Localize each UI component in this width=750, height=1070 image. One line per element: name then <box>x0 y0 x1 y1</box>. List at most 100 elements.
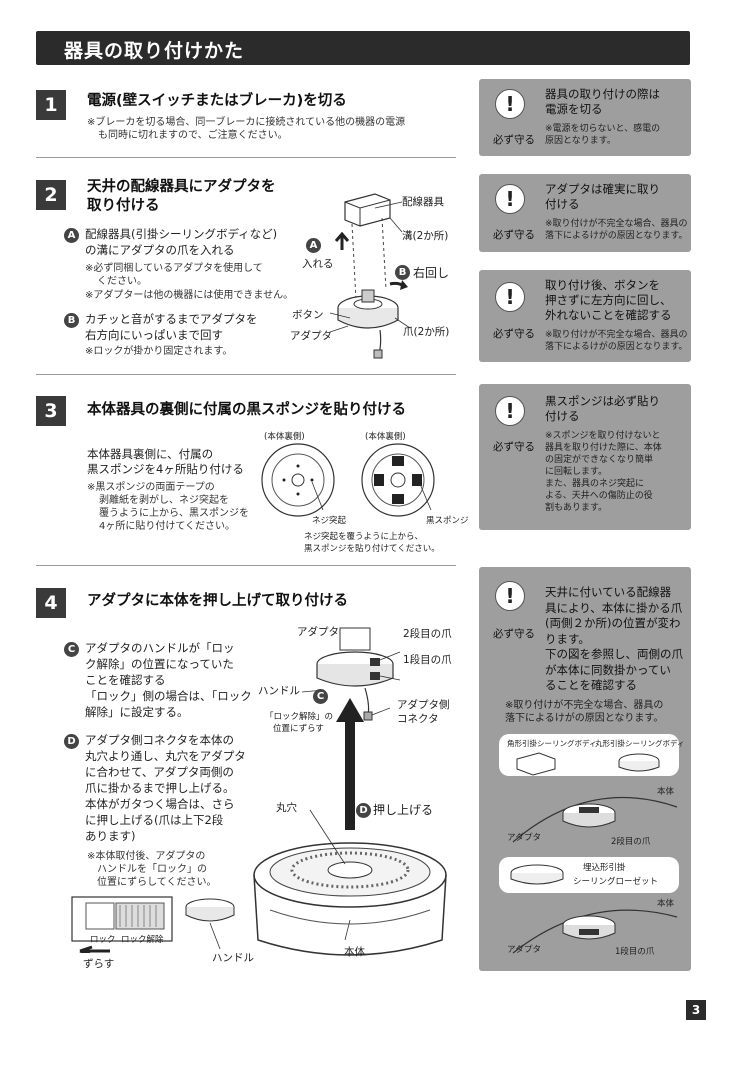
label-lock: ロック <box>90 933 116 945</box>
fig-badge-b: B <box>395 265 410 280</box>
warning-2-note: ※取り付けが不完全な場合、器具の 落下によるけがの原因となります。 <box>545 218 688 242</box>
badge-d: D <box>64 734 79 749</box>
fig-badge-a: A <box>306 238 321 253</box>
fig-badge-d: D <box>356 803 371 818</box>
label-rotate-right: 右回し <box>413 264 449 281</box>
step-3-caption-1: ネジ突起を覆うように上から、 <box>304 530 423 542</box>
step-2-b-text-1: カチッと音がするまでアダプタを <box>85 311 258 327</box>
step-3-note-2: 剥離紙を剥がし、ネジ突起を <box>99 494 229 507</box>
step-4-c-text-5: 解除」に設定する。 <box>85 704 189 720</box>
label-claw-2nd-fig1: 2段目の爪 <box>611 835 650 847</box>
warning-panel-5: ! 必ず守る 天井に付いている配線器 具により、本体に掛かる爪 (両側２か所)の… <box>479 567 691 971</box>
label-adapter-fig2: アダプタ <box>507 943 541 955</box>
label-push-up: 押し上げる <box>373 801 433 818</box>
step-4-d-text-3: に合わせて、アダプタ両側の <box>85 764 234 780</box>
step-3-illustration <box>255 440 475 520</box>
label-body-fig1: 本体 <box>657 785 674 797</box>
label-wiring-device: 配線器具 <box>402 194 444 209</box>
step-4-c-text-3: ことを確認する <box>85 672 166 688</box>
fig-badge-c: C <box>313 689 328 704</box>
step-3-caption-2: 黒スポンジを貼り付けてください。 <box>304 542 440 554</box>
page-number: 3 <box>686 1000 706 1020</box>
label-slide: ずらす <box>83 956 114 971</box>
label-round-hole: 丸穴 <box>276 800 297 815</box>
rosette-illustration <box>507 859 577 891</box>
label-unlock-2: 位置にずらす <box>273 722 324 734</box>
page-title: 器具の取り付けかた <box>64 36 244 63</box>
step-3-number: 3 <box>36 396 66 426</box>
must-follow-label: 必ず守る <box>493 132 535 147</box>
page-title-bar: 器具の取り付けかた <box>36 31 690 65</box>
warning-2-title: アダプタは確実に取り 付ける <box>545 182 660 212</box>
step-4-c-text-2: ク解除」の位置になっていた <box>85 656 234 672</box>
label-claw: 爪(2か所) <box>403 324 449 339</box>
step-4-d-text-6: に押し上げる(爪は上下2段 <box>85 812 223 828</box>
warning-1-title: 器具の取り付けの際は 電源を切る <box>545 87 660 117</box>
warning-5-note: ※取り付けが不完全な場合、器具の 落下によるけがの原因となります。 <box>505 699 663 725</box>
badge-c: C <box>64 642 79 657</box>
step-4-note-1: ※本体取付後、アダプタの <box>87 850 205 863</box>
step-2-b-note: ※ロックが掛かり固定されます。 <box>85 345 232 358</box>
step-2-a-note-2: ください。 <box>97 275 147 288</box>
step-1-title: 電源(壁スイッチまたはブレーカ)を切る <box>87 92 347 111</box>
warning-exclamation-icon: ! <box>495 282 525 312</box>
label-adapter-4: アダプタ <box>297 624 339 639</box>
warning-panel-4: ! 必ず守る 黒スポンジは必ず貼り 付ける ※スポンジを取り付けないと 器具を取… <box>479 384 691 530</box>
step-2-number: 2 <box>36 180 66 210</box>
step-2-b-text-2: 右方向にいっぱいまで回す <box>85 327 223 343</box>
step-2-title-2: 取り付ける <box>87 197 160 216</box>
step-3-note-3: 覆うように上から、黒スポンジを <box>99 507 249 520</box>
step-2-title-1: 天井の配線器具にアダプタを <box>87 178 276 197</box>
label-unlock-1: 「ロック解除」の <box>265 710 333 722</box>
label-claw-1st: 1段目の爪 <box>403 652 452 667</box>
must-follow-label: 必ず守る <box>493 439 535 454</box>
divider <box>36 157 456 158</box>
step-3-text-1: 本体器具裏側に、付属の <box>87 446 213 462</box>
label-connector-1: アダプタ側 <box>397 697 450 712</box>
step-1-note-1: ※ブレーカを切る場合、同一ブレーカに接続されている他の機器の電源 <box>87 116 405 129</box>
warning-3-note: ※取り付けが不完全な場合、器具の 落下によるけがの原因となります。 <box>545 329 688 353</box>
label-claw-2nd: 2段目の爪 <box>403 626 452 641</box>
label-adapter: アダプタ <box>290 328 332 343</box>
step-3-text-2: 黒スポンジを4ヶ所貼り付ける <box>87 461 244 477</box>
warning-4-title: 黒スポンジは必ず貼り 付ける <box>545 394 660 424</box>
warning-3-title: 取り付け後、ボタンを 押さずに左方向に回し、 外れないことを確認する <box>545 278 672 323</box>
step-4-d-text-4: 爪に掛かるまで押し上げる。 <box>85 780 235 796</box>
label-body: 本体 <box>344 944 365 959</box>
step-3-note-1: ※黒スポンジの両面テープの <box>87 481 215 494</box>
label-handle: ハンドル <box>258 683 300 698</box>
step-1-note-2: も同時に切れますので、ご注意ください。 <box>98 129 288 142</box>
step-4-note-3: 位置にずらしてください。 <box>97 876 217 889</box>
label-adapter-fig1: アダプタ <box>507 831 541 843</box>
label-body-fig2: 本体 <box>657 897 674 909</box>
label-insert: 入れる <box>302 256 334 271</box>
divider <box>36 565 456 566</box>
must-follow-label: 必ず守る <box>493 227 535 242</box>
label-screw-protrusion: ネジ突起 <box>312 514 346 526</box>
badge-a: A <box>64 228 79 243</box>
label-lock-release: ロック解除 <box>121 933 164 945</box>
warning-1-note: ※電源を切らないと、感電の 原因となります。 <box>545 123 660 147</box>
label-connector-2: コネクタ <box>397 711 439 726</box>
label-embedded-2: シーリングローゼット <box>573 875 658 887</box>
step-4-d-text-7: あります) <box>85 828 136 844</box>
step-4-number: 4 <box>36 588 66 618</box>
step-2-a-note-3: ※アダプターは他の機器には使用できません。 <box>85 289 293 302</box>
step-2-a-note-1: ※必ず同梱しているアダプタを使用して <box>85 262 263 275</box>
label-button: ボタン <box>292 307 324 322</box>
step-2-a-text-1: 配線器具(引掛シーリングボディなど) <box>85 226 277 242</box>
divider <box>36 374 456 375</box>
step-3-note-4: 4ヶ所に貼り付けてください。 <box>99 520 235 533</box>
label-black-sponge: 黒スポンジ <box>426 514 469 526</box>
warning-4-note: ※スポンジを取り付けないと 器具を取り付けた際に、本体 の固定ができなくなり簡単… <box>545 430 662 514</box>
step-4-c-text-1: アダプタのハンドルが「ロッ <box>85 640 235 656</box>
warning-panel-2: ! 必ず守る アダプタは確実に取り 付ける ※取り付けが不完全な場合、器具の 落… <box>479 174 691 252</box>
warning-5-title: 天井に付いている配線器 具により、本体に掛かる爪 (両側２か所)の位置が変わ り… <box>545 585 683 694</box>
label-groove: 溝(2か所) <box>402 228 448 243</box>
step-4-note-2: ハンドルを「ロック」の <box>97 863 207 876</box>
warning-exclamation-icon: ! <box>495 396 525 426</box>
label-embedded-1: 埋込形引掛 <box>583 861 626 873</box>
step-4-title: アダプタに本体を押し上げて取り付ける <box>87 592 348 611</box>
warning-panel-1: ! 必ず守る 器具の取り付けの際は 電源を切る ※電源を切らないと、感電の 原因… <box>479 79 691 156</box>
label-handle-inset: ハンドル <box>212 950 254 965</box>
